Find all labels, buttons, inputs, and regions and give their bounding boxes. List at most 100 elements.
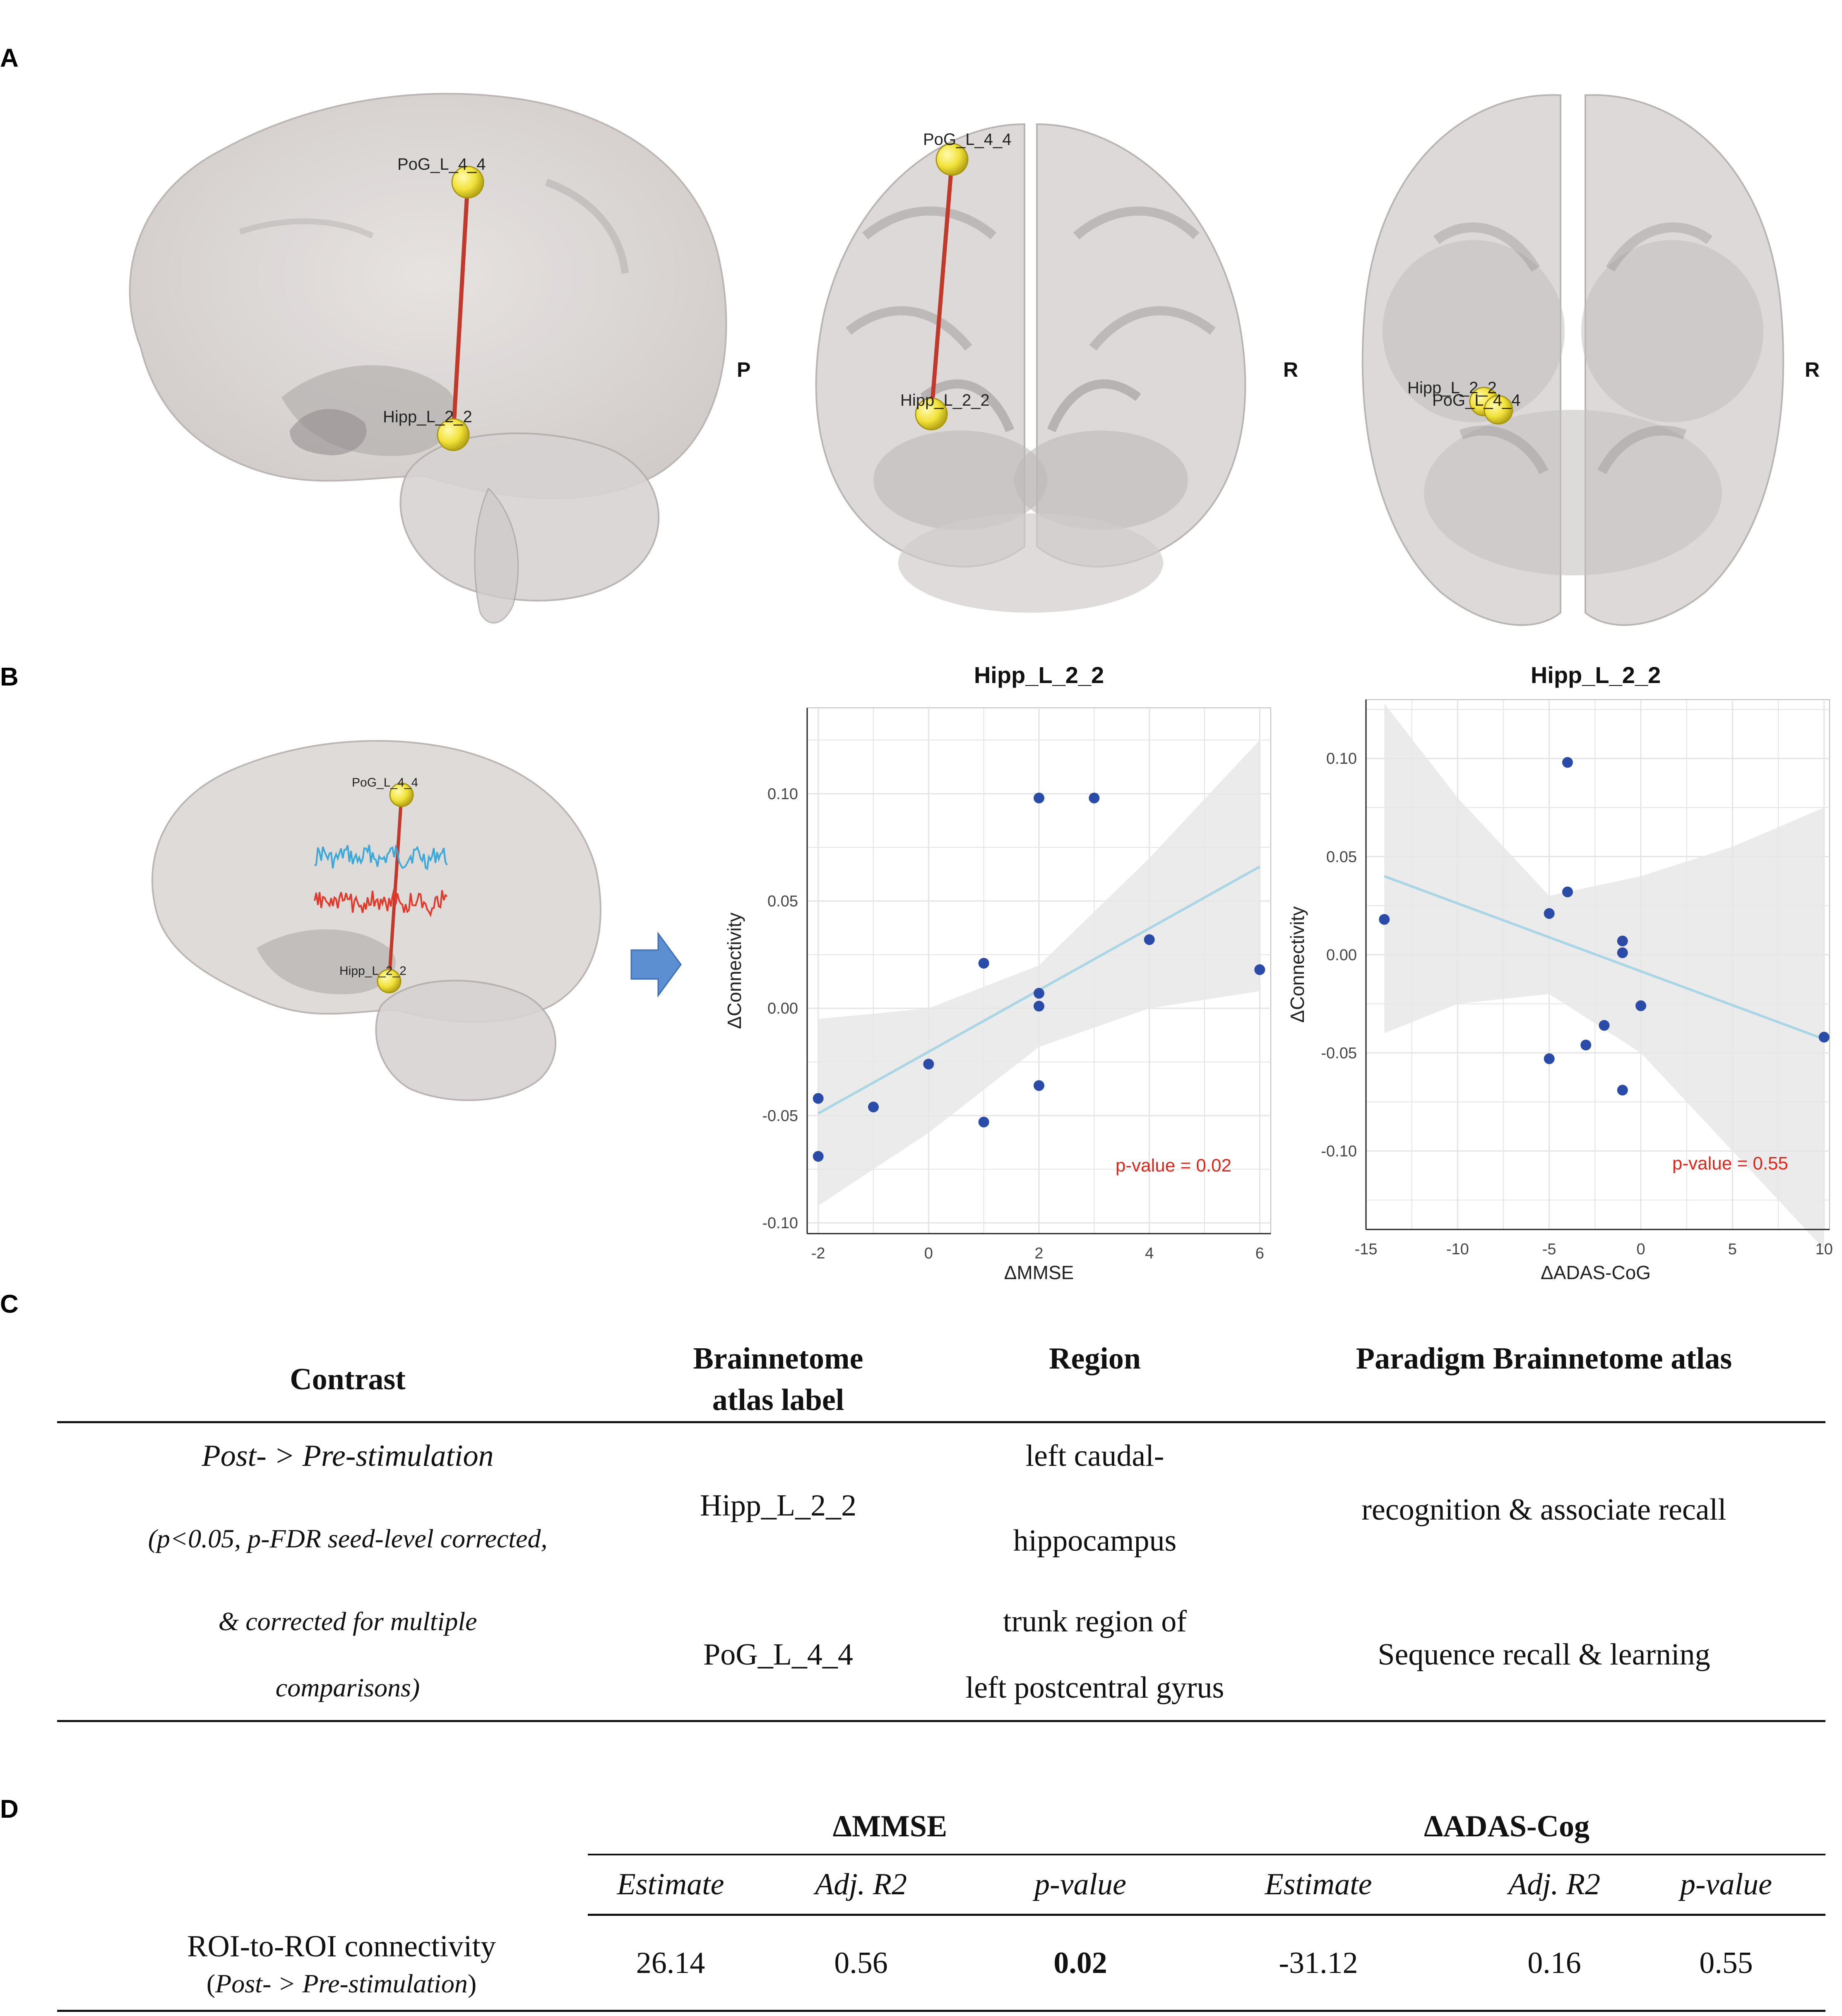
panel-label-b: B <box>0 663 19 691</box>
connectivity-edge <box>451 182 470 435</box>
brain-timeseries-view: PoG_L_4_4 Hipp_L_2_2 <box>151 740 601 1101</box>
node-label-hipp: Hipp_L_2_2 <box>900 391 990 409</box>
x-tick-label: -15 <box>1355 1241 1378 1258</box>
table-c-header-label-line1: Brainnetome <box>693 1342 863 1376</box>
table-c-row1-region-line2: hippocampus <box>1013 1524 1177 1558</box>
data-point <box>1617 936 1628 947</box>
node-label-pog: PoG_L_4_4 <box>397 155 486 173</box>
table-d-subheader-estimate-1: Estimate <box>617 1867 724 1901</box>
data-point <box>1254 964 1265 975</box>
table-c-contrast-line1: Post- > Pre-stimulation <box>202 1439 494 1473</box>
x-tick-label: 0 <box>924 1245 933 1262</box>
table-d-subheader-estimate-2: Estimate <box>1265 1867 1372 1901</box>
data-point <box>868 1102 879 1113</box>
panel-label-d: D <box>0 1795 19 1824</box>
orientation-label-r: R <box>1283 358 1298 381</box>
table-d-row-label-open-paren: ( <box>206 1969 216 1998</box>
y-tick-label: 0.00 <box>1326 946 1357 964</box>
table-d-bottom-rule <box>57 2010 1825 2012</box>
node-pog <box>389 782 414 807</box>
table-d-subheader-rule <box>588 1914 1825 1916</box>
panel-label-a: A <box>0 44 19 72</box>
table-d-value-estimate-1: 26.14 <box>636 1946 705 1980</box>
table-d-subheader-pvalue-1: p-value <box>1034 1867 1126 1901</box>
table-c-row2-region-line1: trunk region of <box>1003 1605 1187 1638</box>
table-c-row2-region-line2: left postcentral gyrus <box>965 1671 1224 1705</box>
y-tick-label: -0.10 <box>1321 1143 1357 1160</box>
y-tick-label: 0.10 <box>767 785 798 803</box>
y-tick-label: 0.10 <box>1326 750 1357 767</box>
node-hipp <box>437 418 470 451</box>
data-point <box>1617 947 1628 958</box>
y-tick-label: -0.05 <box>762 1107 798 1125</box>
brain-sagittal-view: PoG_L_4_4 Hipp_L_2_2 P <box>129 93 750 624</box>
right-arrow-icon <box>630 931 682 998</box>
x-tick-label: 6 <box>1255 1245 1264 1262</box>
table-d-row-label-contrast: Post- > Pre-stimulation <box>215 1969 468 1998</box>
table-c-header-label-line2: atlas label <box>712 1383 844 1417</box>
data-point <box>978 1116 989 1128</box>
table-d-group-mmse: ΔMMSE <box>832 1809 947 1843</box>
table-c-contrast-line4: comparisons) <box>275 1673 420 1702</box>
y-tick-label: 0.05 <box>1326 848 1357 866</box>
table-d-value-adjr2-1: 0.56 <box>834 1946 888 1980</box>
table-d-row-label-line1: ROI-to-ROI connectivity <box>187 1929 496 1963</box>
data-point <box>1562 757 1573 768</box>
table-d-value-pvalue-1: 0.02 <box>1053 1946 1107 1980</box>
plot-title: Hipp_L_2_2 <box>1531 662 1661 688</box>
y-axis-label: ΔConnectivity <box>724 912 745 1029</box>
data-point <box>1144 934 1155 945</box>
x-tick-label: 4 <box>1145 1245 1154 1262</box>
data-point <box>1089 792 1100 804</box>
data-point <box>1034 792 1044 804</box>
x-tick-label: -10 <box>1446 1241 1469 1258</box>
x-tick-label: 2 <box>1034 1245 1043 1262</box>
table-d-group-rule <box>588 1854 1825 1855</box>
connectivity-edge <box>929 159 954 414</box>
node-pog <box>1484 395 1513 425</box>
table-d-row-label-line2: (Post- > Pre-stimulation) <box>83 1968 600 1999</box>
data-point <box>1034 1001 1044 1012</box>
timeseries-hipp <box>314 889 448 917</box>
x-tick-label: -5 <box>1542 1241 1556 1258</box>
table-d-value-estimate-2: -31.12 <box>1279 1946 1358 1980</box>
node-label-pog: PoG_L_4_4 <box>352 776 418 789</box>
table-c-row1-label: Hipp_L_2_2 <box>700 1489 857 1523</box>
table-d-group-adascog: ΔADAS-Cog <box>1424 1809 1590 1843</box>
data-point <box>1562 886 1573 897</box>
p-value-annotation: p-value = 0.55 <box>1672 1153 1788 1174</box>
plot-title: Hipp_L_2_2 <box>974 662 1104 688</box>
data-point <box>1599 1020 1610 1031</box>
table-d-subheader-pvalue-2: p-value <box>1680 1867 1772 1901</box>
regression-line <box>1384 875 1825 1040</box>
data-point <box>1617 1085 1628 1096</box>
brainstem-shape <box>474 487 519 624</box>
x-tick-label: 10 <box>1816 1241 1833 1258</box>
table-c-contrast-line3: & corrected for multiple <box>218 1607 477 1636</box>
y-axis-label: ΔConnectivity <box>1287 906 1308 1022</box>
table-d-subheader-adjr2-1: Adj. R2 <box>815 1867 907 1901</box>
table-c-bottom-rule <box>57 1720 1825 1722</box>
node-label-pog: PoG_L_4_4 <box>1432 391 1521 409</box>
p-value-annotation: p-value = 0.02 <box>1116 1155 1231 1176</box>
timeseries-pog <box>314 844 448 871</box>
y-tick-label: -0.10 <box>762 1215 798 1232</box>
confidence-band <box>818 740 1260 1206</box>
table-c-header-contrast: Contrast <box>290 1362 406 1396</box>
table-d-value-pvalue-2: 0.55 <box>1699 1946 1753 1980</box>
brain-axial-view: Hipp_L_2_2 PoG_L_4_4 R <box>1361 94 1820 626</box>
data-point <box>923 1059 934 1070</box>
y-tick-label: 0.05 <box>767 893 798 910</box>
panel-label-c: C <box>0 1290 19 1318</box>
node-label-hipp: Hipp_L_2_2 <box>383 408 472 426</box>
table-d-subheader-adjr2-2: Adj. R2 <box>1508 1867 1600 1901</box>
table-c-header-paradigm: Paradigm Brainnetome atlas <box>1356 1342 1732 1376</box>
table-c-row2-paradigm: Sequence recall & learning <box>1378 1638 1710 1672</box>
data-point <box>1379 914 1390 925</box>
y-tick-label: -0.05 <box>1321 1044 1357 1062</box>
orientation-label-p: P <box>737 358 750 381</box>
node-label-pog: PoG_L_4_4 <box>923 130 1012 149</box>
connectivity-edge <box>387 794 403 982</box>
